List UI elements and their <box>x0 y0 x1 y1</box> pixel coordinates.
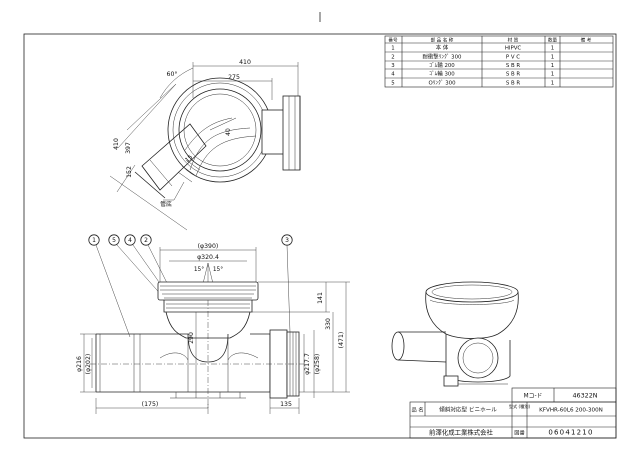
svg-text:HIPVC: HIPVC <box>505 46 522 52</box>
dim-top-410-angled: 410 <box>113 138 120 150</box>
svg-text:本 体: 本 体 <box>436 44 449 52</box>
svg-text:1: 1 <box>551 55 554 61</box>
parts-header-remarks: 備 考 <box>581 37 592 44</box>
dim-top-397: 397 <box>125 142 132 154</box>
name-value: 傾斜対応型 ビニホール <box>439 406 497 414</box>
dim-front-2177: φ217.7 <box>304 353 311 375</box>
parts-row: 1 本 体 HIPVC 1 <box>391 44 554 52</box>
parts-row: 4 ｺﾞﾑ輪 300 S B R 1 <box>391 70 554 78</box>
parts-header-no: 番号 <box>388 37 398 44</box>
drawing-number: 06041210 <box>548 429 593 437</box>
dim-front-471: (471) <box>338 332 345 349</box>
callout-2: 2 <box>140 234 169 286</box>
dim-top-275: 275 <box>228 74 240 81</box>
code-label: Mコ-ド <box>524 393 543 400</box>
dim-front-330: 330 <box>325 318 332 330</box>
svg-text:耐衝撃ﾘﾝｸﾞ 300: 耐衝撃ﾘﾝｸﾞ 300 <box>423 53 463 61</box>
svg-text:5: 5 <box>391 81 394 87</box>
front-view: 1 5 4 2 3 (φ390) φ320.4 <box>76 234 350 414</box>
svg-text:S B R: S B R <box>506 72 521 78</box>
parts-header-qty: 数量 <box>548 37 558 44</box>
title-block: Mコ-ド 46322N 品 名 傾斜対応型 ビニホール 型式 (種別) KFVH… <box>409 387 617 439</box>
dim-front-320: φ320.4 <box>197 254 219 261</box>
parts-header-name: 部 品 名 称 <box>431 37 454 44</box>
svg-text:1: 1 <box>551 46 554 52</box>
svg-text:1: 1 <box>391 46 394 52</box>
svg-text:3: 3 <box>391 63 394 69</box>
dim-front-258: (φ258) <box>314 354 321 375</box>
dim-top-angle: 60° <box>167 70 178 78</box>
svg-text:ｺﾞﾑ輪 300: ｺﾞﾑ輪 300 <box>429 70 455 78</box>
dim-top-15: 15 <box>184 154 194 164</box>
dim-front-390: (φ390) <box>198 243 219 250</box>
callout-1: 1 <box>88 234 131 338</box>
dim-front-angle-right: 15° <box>213 267 223 273</box>
svg-text:ｺﾞﾑ輪 200: ｺﾞﾑ輪 200 <box>429 61 455 69</box>
svg-text:4: 4 <box>128 237 132 244</box>
svg-text:2: 2 <box>144 237 148 244</box>
svg-text:S B R: S B R <box>506 63 521 69</box>
svg-text:2: 2 <box>391 55 394 61</box>
parts-row: 3 ｺﾞﾑ輪 200 S B R 1 <box>391 61 554 69</box>
model-value: KFVHR-60L6 200-300N <box>539 408 603 414</box>
parts-row: 5 Oﾘﾝｸﾞ 300 S B R 1 <box>391 80 554 87</box>
sheet-frame <box>23 33 617 439</box>
svg-text:5: 5 <box>112 237 116 244</box>
dim-top-40: 40 <box>225 128 232 136</box>
svg-text:1: 1 <box>551 63 554 69</box>
svg-text:1: 1 <box>551 81 554 87</box>
svg-text:3: 3 <box>285 237 289 244</box>
callout-3: 3 <box>281 234 293 333</box>
svg-text:1: 1 <box>551 72 554 78</box>
dim-top-152: 152 <box>126 166 133 178</box>
svg-text:1: 1 <box>92 237 96 244</box>
isometric-view <box>391 281 519 387</box>
dim-front-202: (φ202) <box>85 354 92 375</box>
dim-front-135: 135 <box>280 401 292 408</box>
svg-text:S B R: S B R <box>506 81 521 87</box>
drawing-label: 図番 <box>514 430 525 437</box>
callout-4: 4 <box>124 234 167 293</box>
parts-header-material: 材 質 <box>508 37 519 44</box>
top-view: 410 275 60° 410 397 152 40 15 <box>109 59 301 231</box>
model-label: 型式 (種別) <box>509 403 531 410</box>
dim-front-216: φ216 <box>76 356 83 372</box>
svg-text:Oﾘﾝｸﾞ 300: Oﾘﾝｸﾞ 300 <box>428 80 456 87</box>
svg-text:P V C: P V C <box>506 55 520 61</box>
company-name: 前澤化成工業株式会社 <box>429 428 494 437</box>
dim-front-290: 290 <box>188 332 195 344</box>
svg-text:4: 4 <box>391 72 395 78</box>
pipe-bottom-label: 管底 <box>160 200 172 208</box>
code-value: 46322N <box>572 392 597 400</box>
callout-5: 5 <box>108 234 165 299</box>
parts-table: 番号 部 品 名 称 材 質 数量 備 考 1 本 体 HIPVC 1 2 耐衝… <box>384 35 614 88</box>
name-label: 品 名 <box>411 406 423 414</box>
dim-front-angle-left: 15° <box>194 267 204 273</box>
parts-row: 2 耐衝撃ﾘﾝｸﾞ 300 P V C 1 <box>391 53 554 61</box>
dim-front-141: 141 <box>317 292 324 304</box>
dim-top-410: 410 <box>239 59 251 66</box>
dim-front-175: (175) <box>142 401 159 408</box>
